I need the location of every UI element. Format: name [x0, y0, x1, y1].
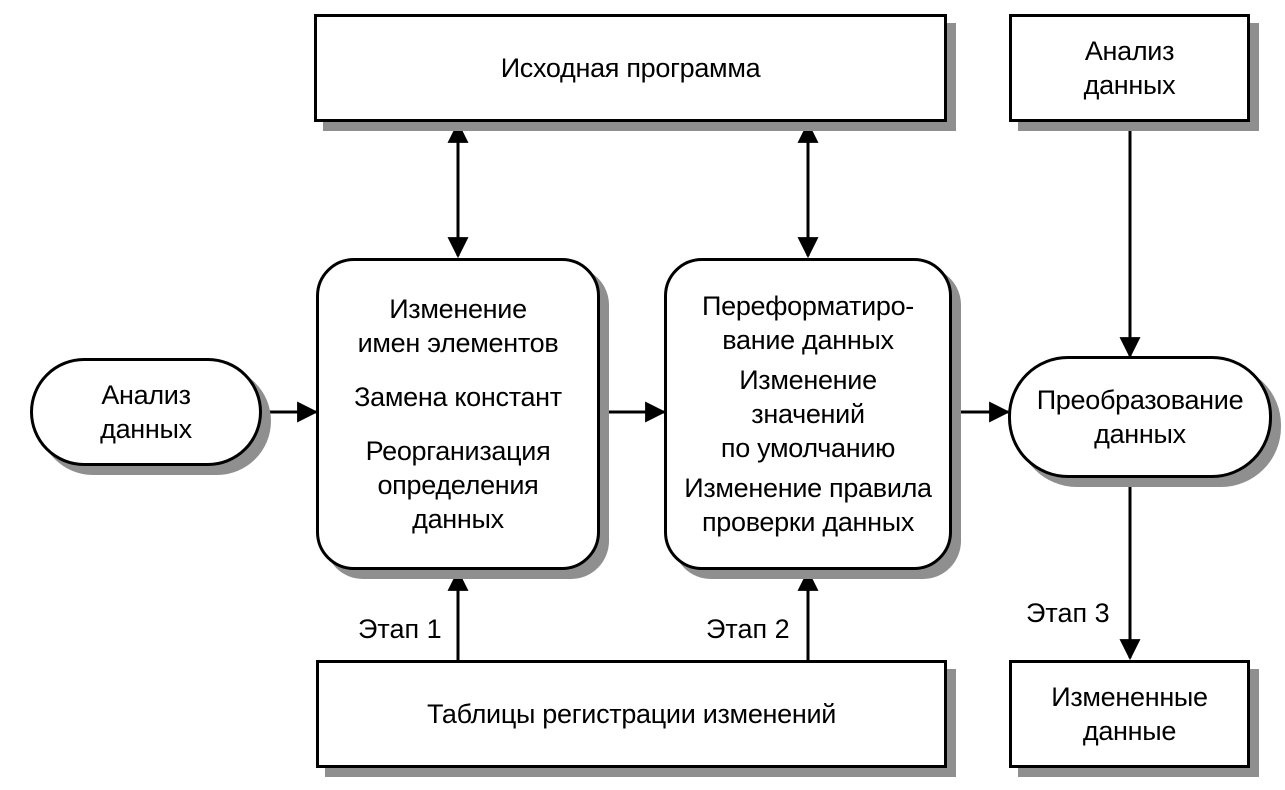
- change-tables-label: Таблицы регистрации изменений: [426, 699, 837, 729]
- stage1-text: данных: [412, 504, 504, 534]
- transform-line-1: Преобразование: [1036, 385, 1244, 415]
- change-tables-box: Таблицы регистрации изменений: [316, 660, 947, 768]
- left-analysis-line-1: Анализ: [101, 380, 191, 410]
- stage2-text: Изменение: [739, 365, 877, 395]
- stage1-process-box: Изменение имен элементов Замена констант…: [316, 258, 600, 570]
- stage1-text: имен элементов: [357, 328, 559, 358]
- left-analysis-line-2: данных: [100, 414, 192, 444]
- stage2-label: Этап 2: [706, 614, 790, 644]
- stage1-text: определения: [377, 470, 539, 500]
- changed-data-line-2: данные: [1082, 716, 1177, 746]
- stage2-text: Изменение правила: [684, 473, 932, 503]
- top-analysis-box: Анализ данных: [1009, 14, 1250, 122]
- source-program-label: Исходная программа: [500, 53, 761, 83]
- stage2-text: вание данных: [722, 325, 894, 355]
- stage2-text: по умолчанию: [720, 433, 896, 463]
- top-analysis-line-1: Анализ: [1084, 36, 1175, 66]
- stage2-process-box: Переформатиро- вание данных Изменение зн…: [664, 258, 952, 570]
- stage2-text: Переформатиро-: [702, 291, 914, 321]
- stage1-label: Этап 1: [358, 614, 442, 644]
- top-analysis-line-2: данных: [1083, 70, 1176, 100]
- stage1-text: Замена констант: [354, 382, 562, 412]
- changed-data-line-1: Измененные: [1051, 682, 1208, 712]
- source-program-box: Исходная программа: [314, 14, 947, 122]
- stage2-text: проверки данных: [701, 507, 915, 537]
- stage1-text: Реорганизация: [365, 436, 551, 466]
- stage1-text: Изменение: [389, 294, 527, 324]
- transform-node: Преобразование данных: [1008, 356, 1272, 478]
- transform-line-2: данных: [1094, 419, 1186, 449]
- changed-data-box: Измененные данные: [1009, 660, 1250, 768]
- left-analysis-node: Анализ данных: [30, 358, 262, 466]
- stage2-text: значений: [751, 399, 865, 429]
- stage3-label: Этап 3: [1026, 598, 1110, 628]
